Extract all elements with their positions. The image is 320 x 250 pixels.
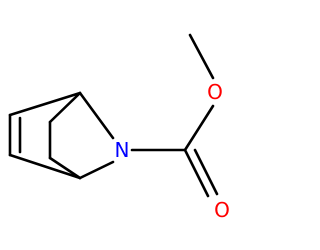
bond-c5-c4 [48,156,82,180]
bond-c3-c4 [8,153,82,180]
bond-carbonyl-double-1 [183,148,210,198]
ester-oxygen-label: O [207,80,223,104]
bond-skeleton [8,33,219,198]
bond-c1-n [78,91,115,140]
bond-c1-c6 [48,91,82,124]
bond-carbonyl-ester-o [183,104,215,152]
bond-c4-n [78,160,115,180]
bond-c1-c2 [8,91,82,117]
nitrogen-atom-label: N [115,138,130,162]
molecule-structure: N O O [8,33,230,222]
carbonyl-oxygen-label: O [214,198,230,222]
bond-ester-o-methyl [188,33,215,80]
bond-carbonyl-double-2 [193,148,219,196]
